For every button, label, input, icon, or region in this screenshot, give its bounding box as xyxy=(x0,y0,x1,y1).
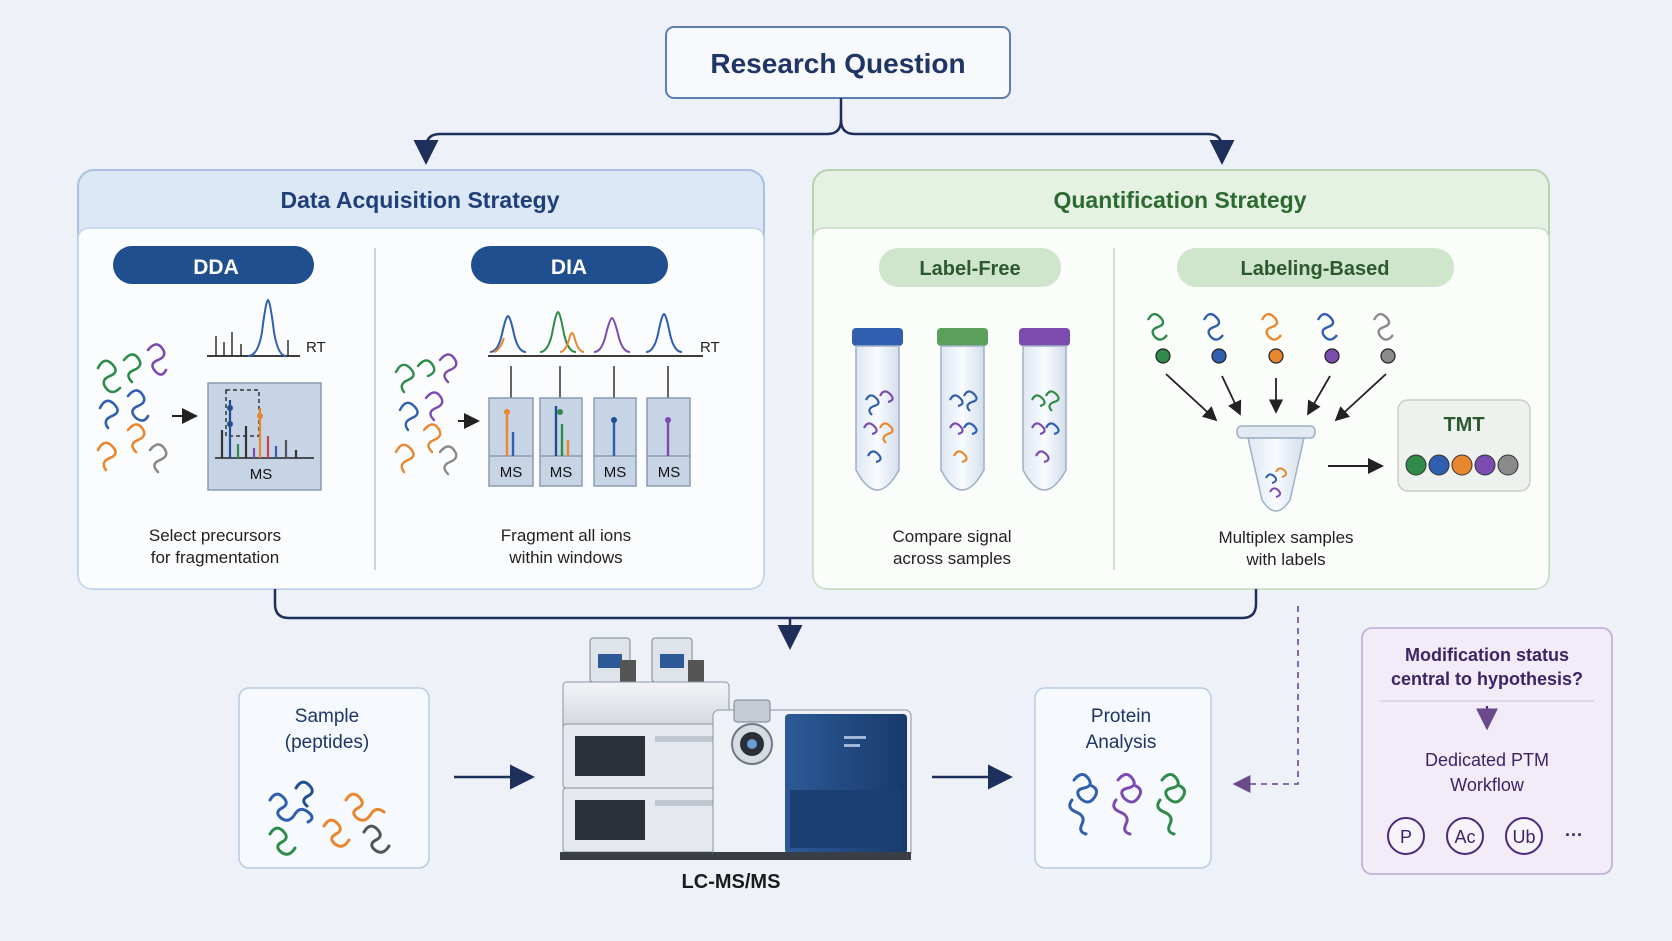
sample-line1: Sample xyxy=(295,706,359,727)
dda-label: DDA xyxy=(193,256,239,279)
dia-peptide-cluster-icon xyxy=(394,353,458,476)
top-connectors xyxy=(413,98,1235,165)
labeling-label: Labeling-Based xyxy=(1241,258,1390,280)
dia-chromatogram: RT xyxy=(488,310,720,357)
label-tag-dots xyxy=(1155,348,1396,364)
tube-2-icon xyxy=(937,328,988,491)
merge-connector xyxy=(273,589,1258,650)
dda-ms-spectrum: MS xyxy=(207,382,322,491)
dia-caption-line1: Fragment all ions xyxy=(501,526,631,545)
tmt-channel-4 xyxy=(1474,454,1496,476)
dia-caption-line2: within windows xyxy=(508,548,622,567)
tube-1-icon xyxy=(852,328,903,491)
dia-window-3: MS xyxy=(593,397,637,487)
tmt-channel-1 xyxy=(1405,454,1427,476)
dda-chromatogram: RT xyxy=(207,298,326,357)
labeling-caption-line2: with labels xyxy=(1245,550,1325,569)
dia-ms-label-4: MS xyxy=(658,464,681,481)
ptm-workflow-line2: Workflow xyxy=(1450,775,1525,795)
dia-pill xyxy=(471,246,668,284)
ptm-mod-label-1: P xyxy=(1400,827,1412,847)
dda-pill xyxy=(113,246,314,284)
dia-window-2: MS xyxy=(539,397,583,487)
ptm-mod-acetyl: Ac xyxy=(1446,817,1484,855)
protein-line2: Analysis xyxy=(1086,732,1157,753)
tube-3-icon xyxy=(1019,328,1070,491)
tmt-box: TMT xyxy=(1397,399,1531,492)
dia-window-1: MS xyxy=(488,397,534,487)
labeled-peptides-icon xyxy=(1146,312,1394,341)
dda-peptide-cluster-icon xyxy=(96,343,168,474)
dia-windows: MS MS MS xyxy=(488,366,691,487)
lc-ms-instrument-icon xyxy=(560,637,912,860)
acquisition-heading: Data Acquisition Strategy xyxy=(280,187,559,213)
labeling-section: Labeling-Based xyxy=(1146,248,1531,569)
multiplex-tube-icon xyxy=(1236,425,1316,512)
tmt-channel-3 xyxy=(1451,454,1473,476)
tmt-channel-2 xyxy=(1428,454,1450,476)
dia-rt-label: RT xyxy=(700,339,720,356)
dda-rt-label: RT xyxy=(306,339,326,356)
sample-line2: (peptides) xyxy=(285,732,370,753)
dda-ms-label: MS xyxy=(250,466,273,483)
dia-section: DIA RT xyxy=(394,246,720,567)
ptm-dashed-connector xyxy=(1232,606,1299,793)
label-free-pill xyxy=(879,248,1061,287)
peptides-icon xyxy=(268,780,391,856)
ptm-workflow-line1: Dedicated PTM xyxy=(1425,750,1549,770)
tmt-channel-5 xyxy=(1497,454,1519,476)
ptm-mod-phospho: P xyxy=(1387,817,1425,855)
dda-caption-line1: Select precursors xyxy=(149,526,281,545)
label-free-label: Label-Free xyxy=(919,258,1020,280)
ptm-more: ··· xyxy=(1565,825,1583,845)
ptm-box: Modification status central to hypothesi… xyxy=(1361,627,1613,875)
research-question-title: Research Question xyxy=(710,48,965,79)
dia-label: DIA xyxy=(551,256,587,279)
label-free-section: Label-Free xyxy=(852,248,1070,568)
ptm-mod-label-3: Ub xyxy=(1512,827,1535,847)
ptm-mod-label-2: Ac xyxy=(1454,827,1475,847)
instrument-label: LC-MS/MS xyxy=(682,871,781,893)
label-free-caption-line1: Compare signal xyxy=(892,527,1011,546)
proteins-icon xyxy=(1068,773,1187,836)
labeling-pill xyxy=(1177,248,1454,287)
quantification-heading: Quantification Strategy xyxy=(1053,187,1306,213)
ptm-question-line2: central to hypothesis? xyxy=(1391,669,1583,689)
labeling-caption-line1: Multiplex samples xyxy=(1218,528,1353,547)
label-free-caption-line2: across samples xyxy=(893,549,1011,568)
dda-caption-line2: for fragmentation xyxy=(151,548,280,567)
dia-ms-label-3: MS xyxy=(604,464,627,481)
ptm-question-line1: Modification status xyxy=(1405,645,1569,665)
merge-arrows xyxy=(1165,373,1387,422)
protein-line1: Protein xyxy=(1091,706,1151,727)
dia-window-4: MS xyxy=(646,397,691,487)
dia-ms-label-2: MS xyxy=(550,464,573,481)
protein-analysis-box: Protein Analysis xyxy=(1034,687,1212,869)
tmt-label: TMT xyxy=(1443,414,1484,436)
ptm-mod-ubiquitin: Ub xyxy=(1505,817,1543,855)
dia-ms-label-1: MS xyxy=(500,464,523,481)
dda-section: DDA RT xyxy=(96,246,326,567)
sample-box: Sample (peptides) xyxy=(238,687,430,869)
research-question-box: Research Question xyxy=(665,26,1011,99)
